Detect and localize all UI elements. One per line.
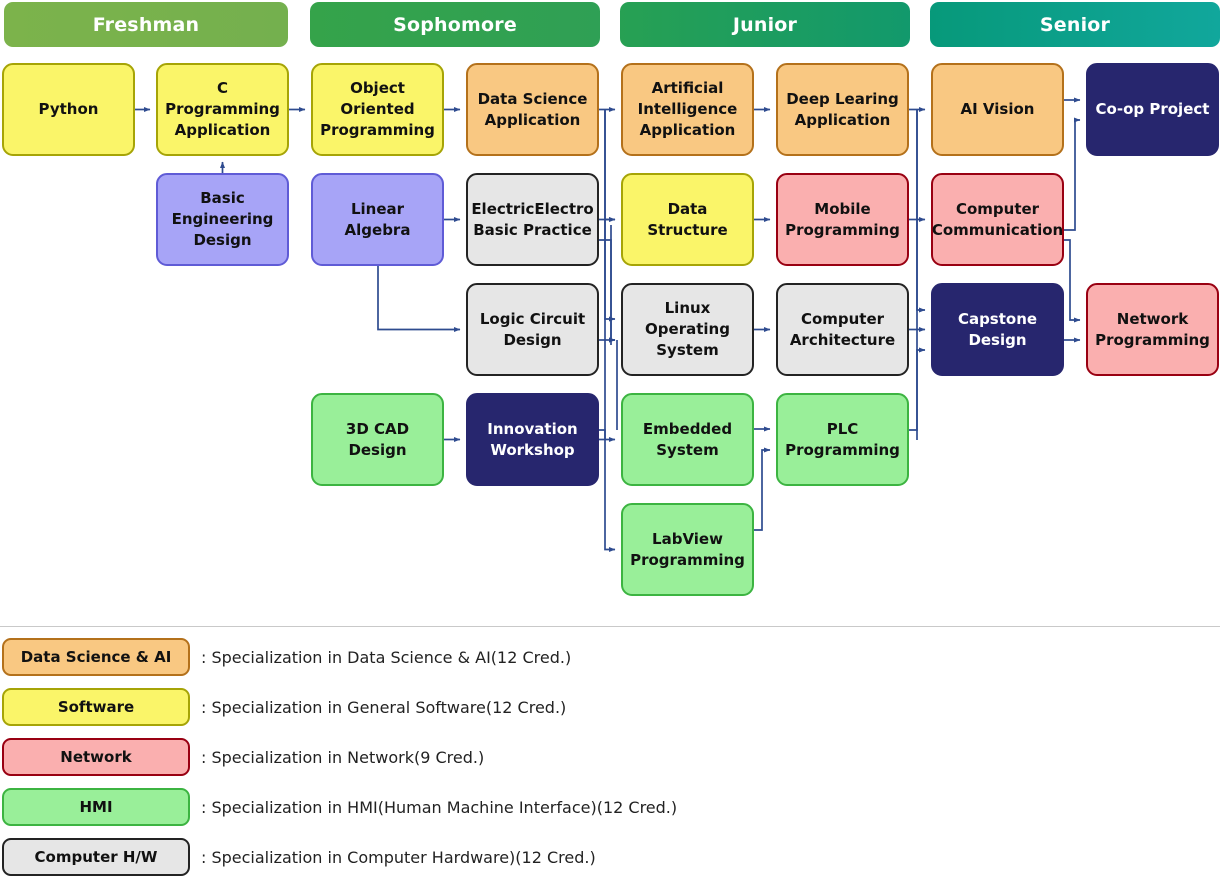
edge-innovation-to-labview xyxy=(599,429,616,553)
legend-swatch-data-science-ai: Data Science & AI xyxy=(2,638,190,676)
edge-electric-to-linux xyxy=(599,239,616,343)
course-node-linear-algebra[interactable]: Linear Algebra xyxy=(311,173,444,266)
edge-comp-comm-to-net-prog xyxy=(1064,239,1081,323)
course-node-innovation-workshop[interactable]: Innovation Workshop xyxy=(466,393,599,486)
course-node-mobile-programming[interactable]: Mobile Programming xyxy=(776,173,909,266)
legend-swatch-network: Network xyxy=(2,738,190,776)
legend-description: : Specialization in Computer Hardware)(1… xyxy=(201,847,596,867)
course-node-deep-learing-application[interactable]: Deep Learing Application xyxy=(776,63,909,156)
course-node-c-programming-application[interactable]: C Programming Application xyxy=(156,63,289,156)
legend-divider xyxy=(0,626,1220,627)
legend-item-network: Network : Specialization in Network(9 Cr… xyxy=(0,738,484,776)
edge-dl-app-to-capstone xyxy=(916,109,926,313)
legend-swatch-software: Software xyxy=(2,688,190,726)
course-node-linux-operating-system[interactable]: Linux Operating System xyxy=(621,283,754,376)
legend-description: : Specialization in Network(9 Cred.) xyxy=(201,747,485,767)
course-node-computer-architecture[interactable]: Computer Architecture xyxy=(776,283,909,376)
course-node-python[interactable]: Python xyxy=(2,63,135,156)
arrow-rail-group xyxy=(604,109,918,440)
legend-item-hmi: HMI : Specialization in HMI(Human Machin… xyxy=(0,788,677,826)
legend-item-software: Software : Specialization in General Sof… xyxy=(0,688,566,726)
legend-description: : Specialization in Data Science & AI(12… xyxy=(201,647,572,667)
year-label: Sophomore xyxy=(393,13,517,36)
course-node-basic-engineering-design[interactable]: Basic Engineering Design xyxy=(156,173,289,266)
legend-item-computer-hw: Computer H/W : Specialization in Compute… xyxy=(0,838,596,876)
edge-plc-to-capstone xyxy=(909,347,926,431)
course-node-plc-programming[interactable]: PLC Programming xyxy=(776,393,909,486)
legend-swatch-hmi: HMI xyxy=(2,788,190,826)
course-node-data-science-application[interactable]: Data Science Application xyxy=(466,63,599,156)
course-node-computer-communication[interactable]: Computer Communication xyxy=(931,173,1064,266)
legend-swatch-computer-hw: Computer H/W xyxy=(2,838,190,876)
course-node-ai-vision[interactable]: AI Vision xyxy=(931,63,1064,156)
edge-labview-to-plc xyxy=(754,447,771,531)
course-node-co-op-project[interactable]: Co-op Project xyxy=(1086,63,1219,156)
edge-ds-app-to-data-struct xyxy=(604,109,616,223)
course-node-labview-programming[interactable]: LabView Programming xyxy=(621,503,754,596)
course-node-3d-cad-design[interactable]: 3D CAD Design xyxy=(311,393,444,486)
edge-ds-app-to-linux xyxy=(604,219,616,322)
year-header-freshman: Freshman xyxy=(4,2,288,47)
edge-comp-comm-to-coop xyxy=(1064,117,1081,231)
edge-linear-to-logic xyxy=(377,266,461,333)
legend-item-data-science-ai: Data Science & AI : Specialization in Da… xyxy=(0,638,571,676)
course-node-network-programming[interactable]: Network Programming xyxy=(1086,283,1219,376)
legend-description: : Specialization in General Software(12 … xyxy=(201,697,567,717)
year-header-sophomore: Sophomore xyxy=(310,2,600,47)
course-node-capstone-design[interactable]: Capstone Design xyxy=(931,283,1064,376)
course-node-logic-circuit-design[interactable]: Logic Circuit Design xyxy=(466,283,599,376)
course-node-object-oriented-programming[interactable]: Object Oriented Programming xyxy=(311,63,444,156)
year-label: Junior xyxy=(732,13,798,36)
year-header-junior: Junior xyxy=(620,2,910,47)
year-label: Senior xyxy=(1039,13,1111,36)
course-node-electricelectro-basic-practice[interactable]: ElectricElectro Basic Practice xyxy=(466,173,599,266)
course-node-data-structure[interactable]: Data Structure xyxy=(621,173,754,266)
year-label: Freshman xyxy=(92,13,200,36)
course-node-embedded-system[interactable]: Embedded System xyxy=(621,393,754,486)
course-node-artificial-intelligence-application[interactable]: Artificial Intelligence Application xyxy=(621,63,754,156)
year-header-senior: Senior xyxy=(930,2,1220,47)
legend-description: : Specialization in HMI(Human Machine In… xyxy=(201,797,678,817)
